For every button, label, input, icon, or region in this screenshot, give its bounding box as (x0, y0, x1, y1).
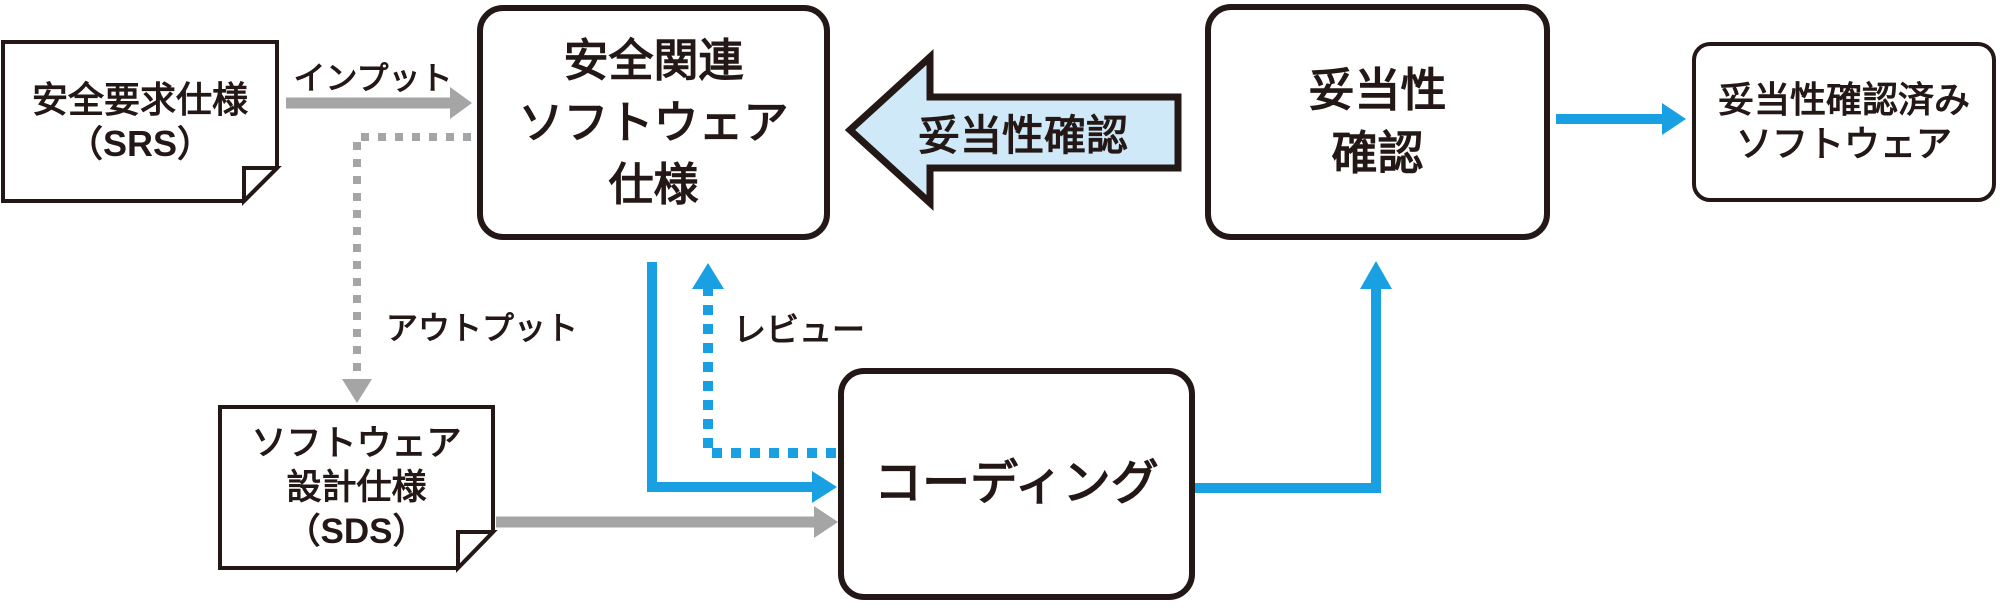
spec-label-line2: ソフトウェア (518, 96, 789, 148)
spec-to-coding-arrow (647, 262, 837, 503)
coding-to-validation-arrowhead-icon (1360, 261, 1392, 289)
output-arrow (342, 133, 471, 403)
srs-label-line1: 安全要求仕様 (31, 79, 248, 120)
srs-document: 安全要求仕様 （SRS） (3, 42, 277, 202)
output-label: アウトプット (386, 310, 579, 346)
review-label: レビュー (733, 311, 865, 348)
output-arrowhead-icon (342, 379, 372, 403)
validation-to-validated-arrowhead-icon (1662, 103, 1686, 135)
input-label: インプット (293, 60, 453, 96)
validation-label-line1: 妥当性 (1308, 64, 1447, 116)
coding-box: コーディング (838, 368, 1195, 600)
sds-label-line2: 設計仕様 (286, 467, 427, 507)
sds-document: ソフトウェア 設計仕様 （SDS） (220, 407, 493, 568)
validation-to-validated-arrow (1556, 103, 1686, 135)
coding-label: コーディング (874, 457, 1159, 510)
sds-document-shape (218, 405, 498, 573)
srs-label-line2: （SRS） (66, 123, 214, 164)
srs-document-shape (1, 40, 282, 206)
spec-to-coding-arrowhead-icon (812, 471, 837, 503)
validated-label-line2: ソフトウェア (1735, 123, 1952, 164)
review-arrow (692, 263, 836, 458)
validation-big-arrow (844, 49, 1182, 211)
validation-label-line2: 確認 (1331, 127, 1424, 179)
validation-box: 妥当性 確認 (1205, 4, 1550, 240)
sds-to-coding-arrow (496, 506, 838, 538)
sds-folded-corner (456, 530, 498, 573)
sds-label-line1: ソフトウェア (251, 423, 462, 463)
validated-label-line1: 妥当性確認済み (1717, 79, 1970, 120)
sds-label-line3: （SDS） (285, 511, 428, 551)
validated-software-box: 妥当性確認済み ソフトウェア (1692, 42, 1996, 202)
validation-arrow-label: 妥当性確認 (917, 111, 1128, 159)
sds-to-coding-arrowhead-icon (814, 506, 838, 538)
spec-box: 安全関連 ソフトウェア 仕様 (477, 5, 830, 240)
coding-to-validation-arrow (1193, 261, 1392, 493)
srs-folded-corner (242, 166, 282, 206)
spec-label-line3: 仕様 (608, 158, 699, 210)
input-arrowhead-icon (450, 87, 472, 119)
spec-label-line1: 安全関連 (563, 34, 744, 86)
review-arrowhead-icon (692, 263, 724, 289)
input-arrow (286, 87, 472, 119)
